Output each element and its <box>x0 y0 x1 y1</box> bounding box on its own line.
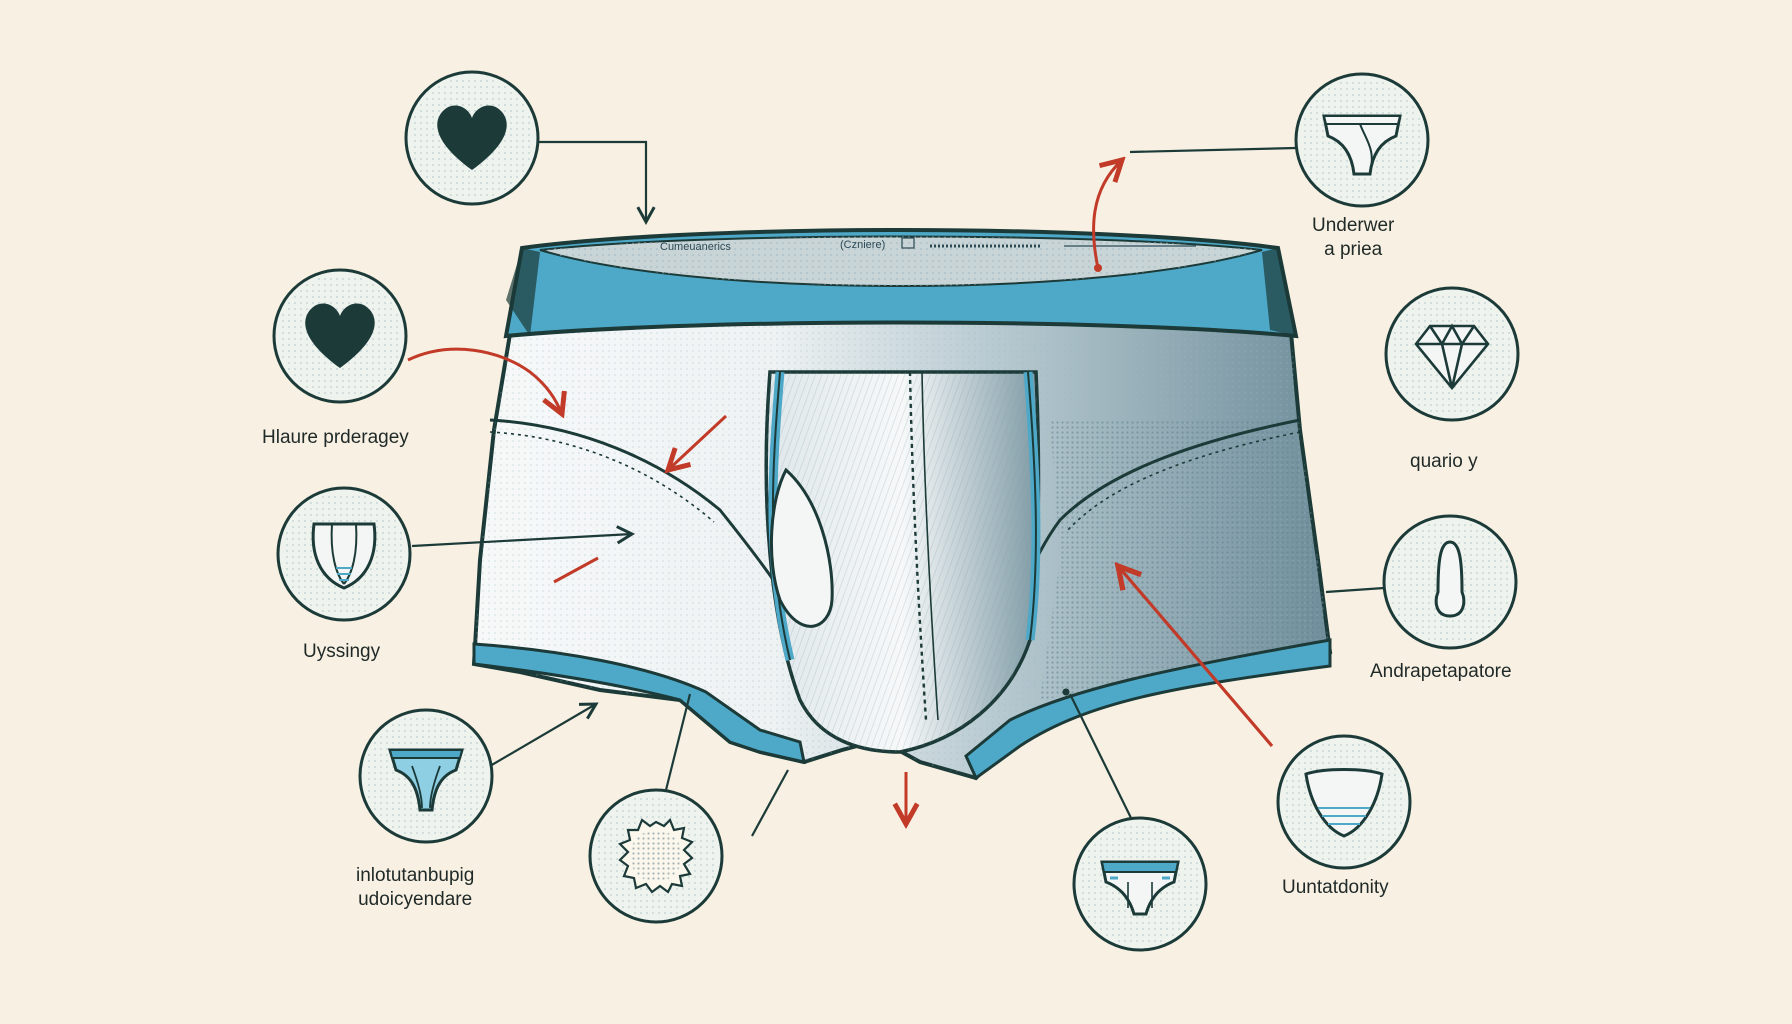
connector-bottom-center-a <box>664 693 692 791</box>
connector-bottom-right-lower <box>1069 693 1135 825</box>
callout-top-right <box>1294 72 1430 208</box>
pouch-icon <box>311 522 377 590</box>
fly-opening <box>769 467 834 628</box>
callout-mid-left <box>272 268 408 404</box>
callout-bottom-left <box>358 708 494 844</box>
label-line: Andrapetapatore <box>1370 661 1512 682</box>
connector-bottom-center-b <box>751 769 789 837</box>
drop-icon <box>1434 540 1466 618</box>
label-bottom-left: inlotutanbupig udoicyendare <box>356 864 474 912</box>
connector-left <box>411 525 636 548</box>
callout-bottom-right-lower <box>1072 816 1208 952</box>
callout-left <box>276 486 412 622</box>
label-bottom-right-upper: Uuntatdonity <box>1282 876 1389 900</box>
brief-icon <box>1322 114 1402 176</box>
callout-right <box>1382 514 1518 650</box>
red-arrow-top-right <box>1092 160 1122 269</box>
label-right: Andrapetapatore <box>1370 660 1512 684</box>
label-line: a priea <box>1324 239 1383 260</box>
heart-icon <box>437 105 507 170</box>
label-top-right: Underwer a priea <box>1312 214 1394 262</box>
callout-bottom-right-upper <box>1276 734 1412 870</box>
connector-bottom-left <box>489 702 599 767</box>
fabric-texture-icon <box>618 818 694 894</box>
red-arrow-bottom-right <box>1118 566 1274 748</box>
left-leg-band <box>472 642 806 764</box>
waistband-text-left: Cumeuanerics <box>660 241 731 253</box>
heart-icon <box>305 303 375 368</box>
label-mid-right: quario y <box>1410 450 1478 474</box>
cup-icon <box>1304 768 1384 838</box>
brief-icon <box>1100 860 1180 916</box>
label-line: inlotutanbupig <box>356 865 475 886</box>
label-line: Hlaure prderagey <box>262 427 409 448</box>
red-arrow-fly <box>668 414 728 470</box>
right-leg-shading <box>1040 420 1330 700</box>
connector-top-left <box>538 140 656 226</box>
boxer-briefs: Cumeuanerics (Czniere) <box>471 228 1333 781</box>
diamond-icon <box>1414 323 1490 391</box>
brief-icon <box>387 748 465 812</box>
connector-top-right <box>1129 146 1297 154</box>
waistband-text-center: (Czniere) <box>840 239 885 251</box>
right-leg-band <box>964 638 1332 781</box>
red-tick-left <box>553 556 599 584</box>
label-line: udoicyendare <box>358 889 473 910</box>
connectors <box>407 140 1385 837</box>
label-left: Uyssingy <box>303 640 380 664</box>
connector-right <box>1325 586 1385 594</box>
callout-mid-right <box>1384 286 1520 422</box>
label-line: quario y <box>1410 451 1478 472</box>
label-line: Uuntatdonity <box>1282 877 1389 898</box>
label-mid-left: Hlaure prderagey <box>262 426 409 450</box>
label-line: Uyssingy <box>303 641 381 662</box>
connector-mid-left <box>407 347 562 414</box>
callout-bottom-center <box>588 788 724 924</box>
label-line: Underwer <box>1312 215 1395 236</box>
callout-top-left <box>404 70 540 206</box>
